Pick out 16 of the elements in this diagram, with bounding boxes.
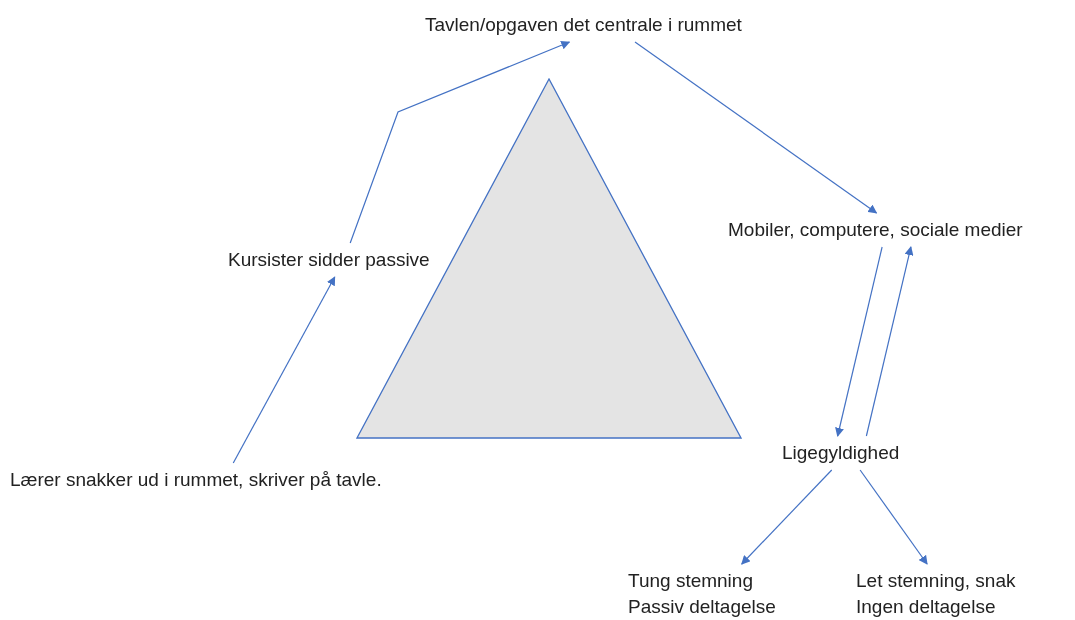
arrow <box>835 246 883 437</box>
node-text: Mobiler, computere, sociale medier <box>728 217 1073 243</box>
arrow <box>349 40 571 244</box>
node-text: Lærer snakker ud i rummet, skriver på tavle. <box>10 467 438 493</box>
node-text: Kursister sidder passive <box>228 247 460 273</box>
arrow <box>232 276 336 464</box>
arrow <box>634 41 878 214</box>
node-text: Tung stemning <box>628 569 754 593</box>
arrow <box>865 246 914 437</box>
node-text: Tavlen/opgaven det centrale i rummet <box>425 12 797 38</box>
node-text: Passiv deltagelse <box>628 595 777 619</box>
arrow <box>859 469 928 565</box>
node-text: Ligegyldighed <box>782 440 914 466</box>
arrow <box>741 469 833 565</box>
node-text: Let stemning, snak <box>856 569 1017 593</box>
node-text: Ingen deltagelse <box>856 595 997 619</box>
